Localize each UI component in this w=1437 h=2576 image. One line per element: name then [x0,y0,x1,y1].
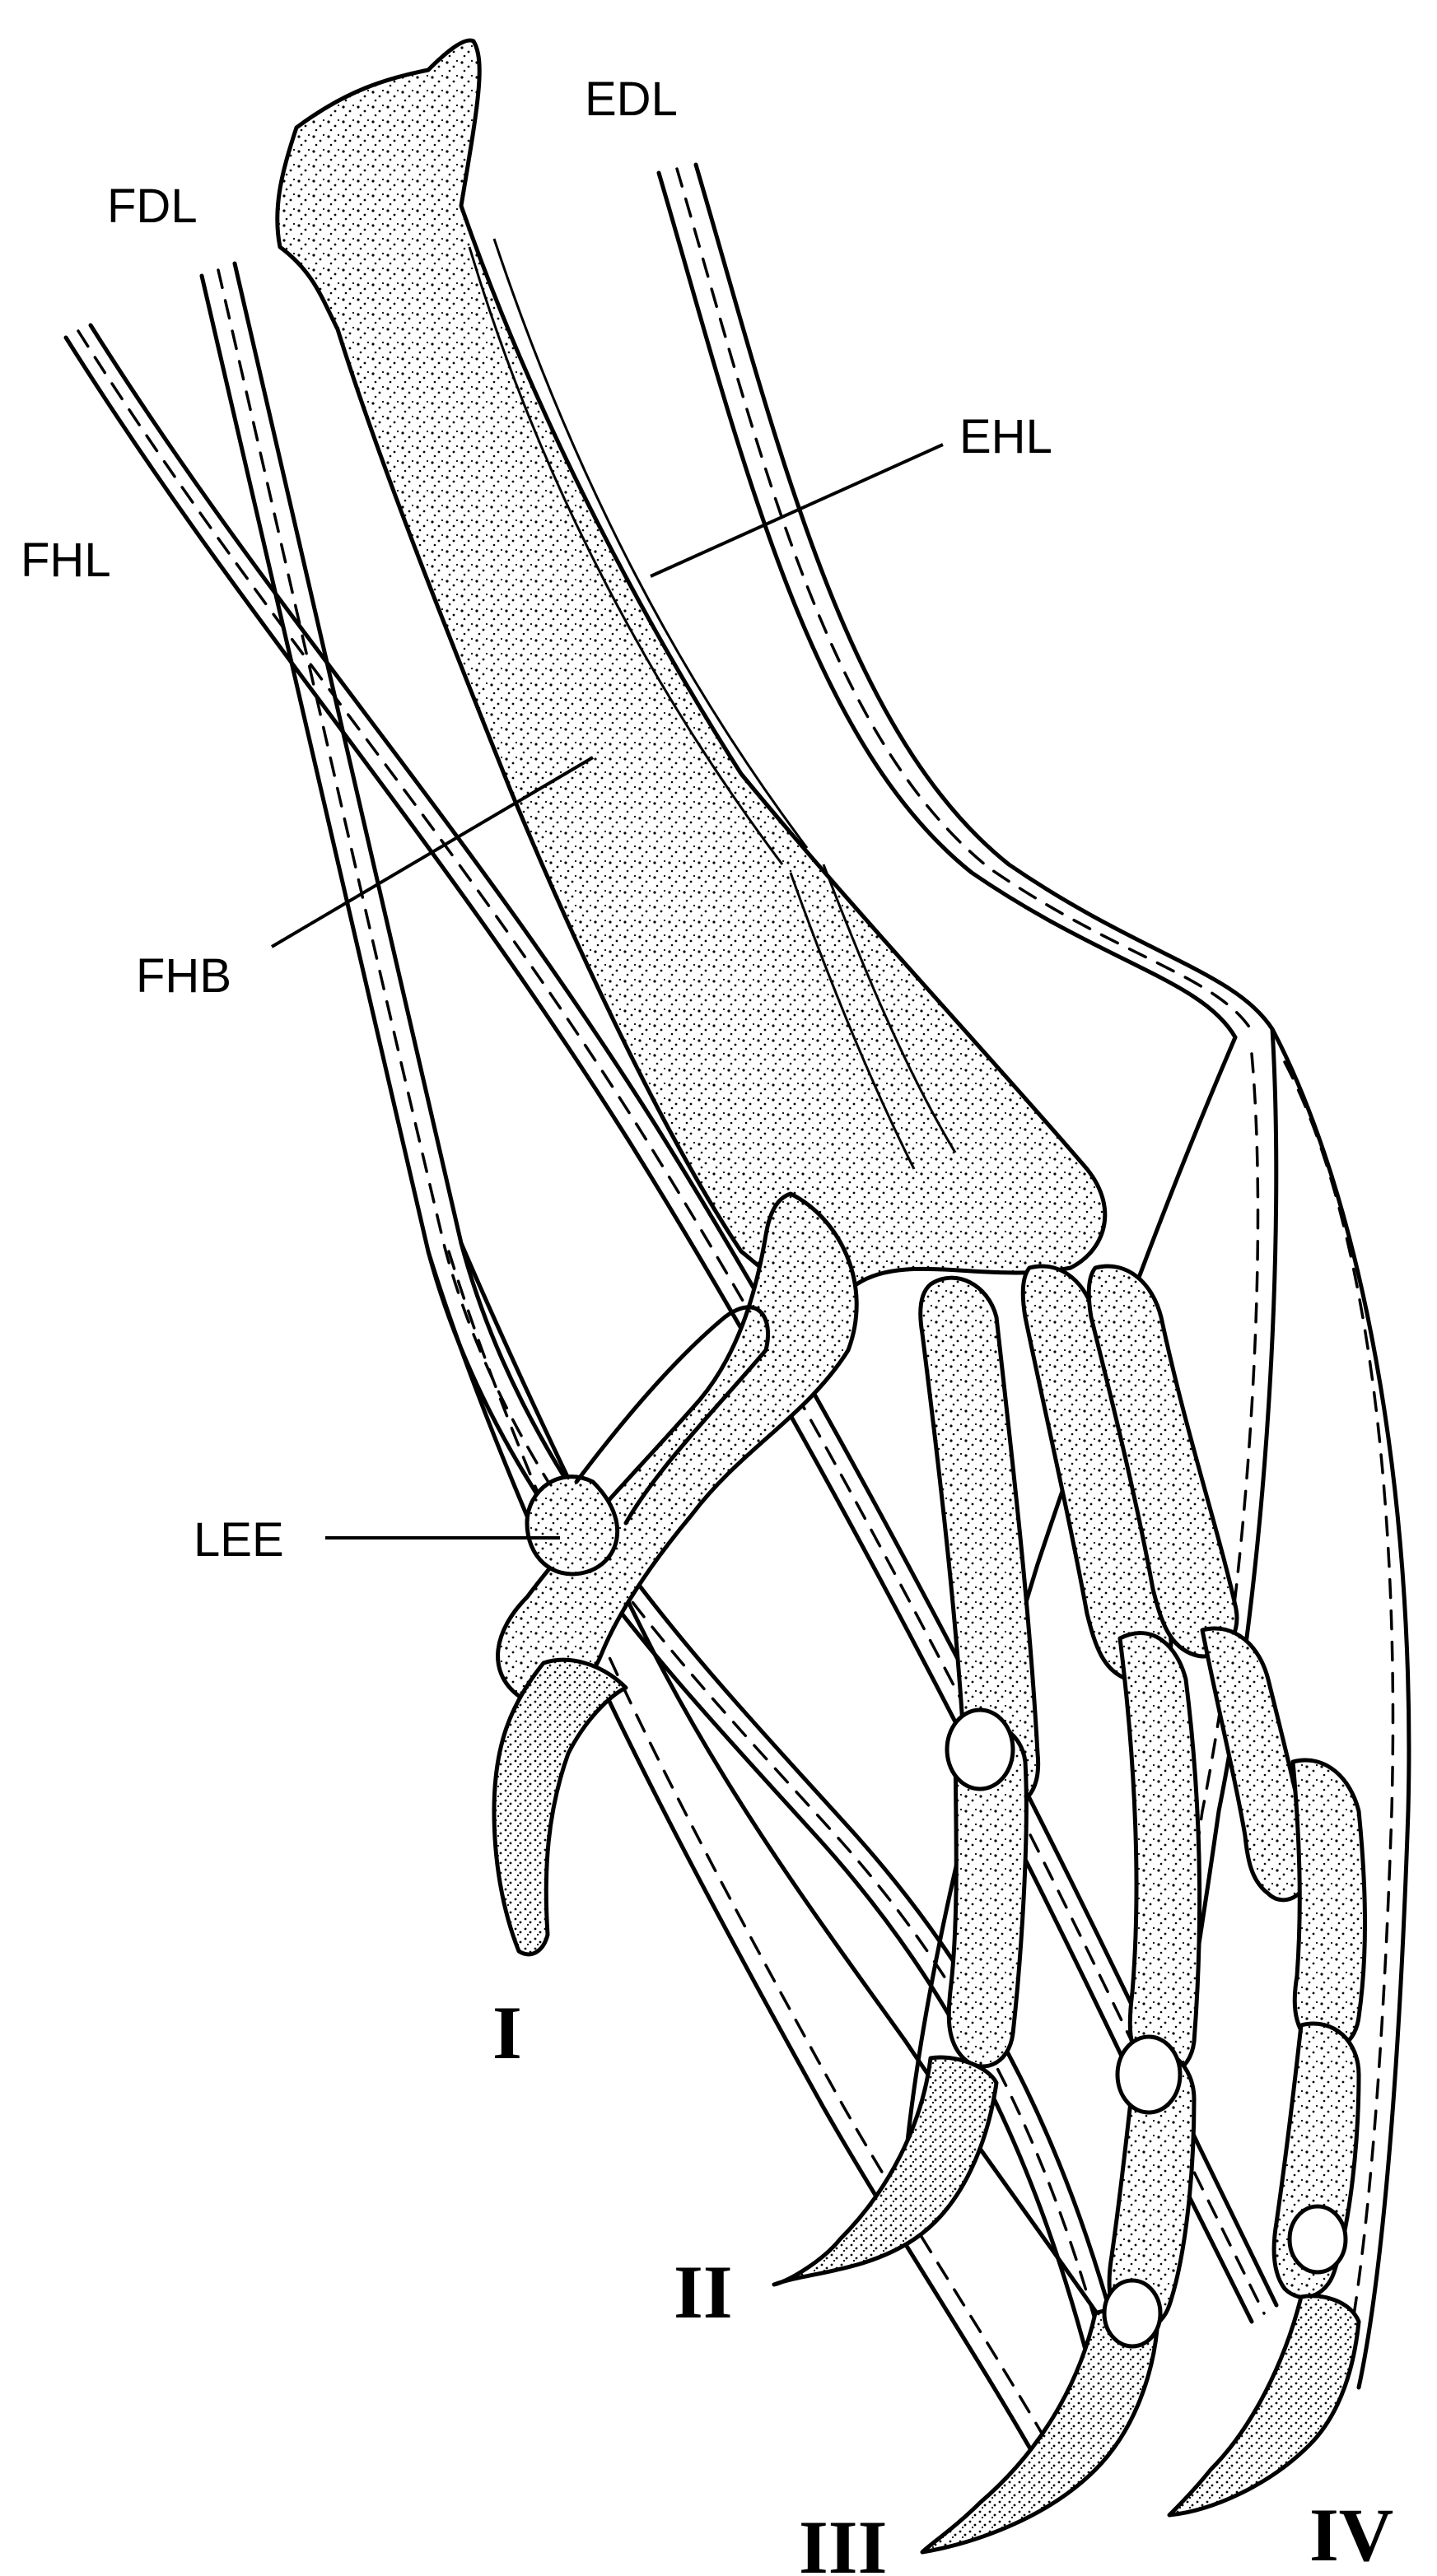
claw-ii [774,2057,996,2285]
label-fhb: FHB [136,949,231,1003]
label-fdl: FDL [107,179,198,233]
label-digit-i: I [492,1991,522,2075]
label-lee: LEE [194,1513,284,1567]
digit-i-bones [494,1194,856,1954]
label-ehl: EHL [959,410,1052,463]
label-digit-iii: III [799,2505,887,2576]
label-digit-iv: IV [1309,2493,1393,2576]
claw-i [494,1660,626,1954]
digit-ii-bones [774,1278,1038,2285]
label-fhl: FHL [21,533,111,587]
label-edl: EDL [585,72,678,126]
label-digit-ii: II [674,2250,733,2334]
claw-iv [1169,2296,1359,2515]
tarsometatarsus-bone [278,40,1105,1298]
